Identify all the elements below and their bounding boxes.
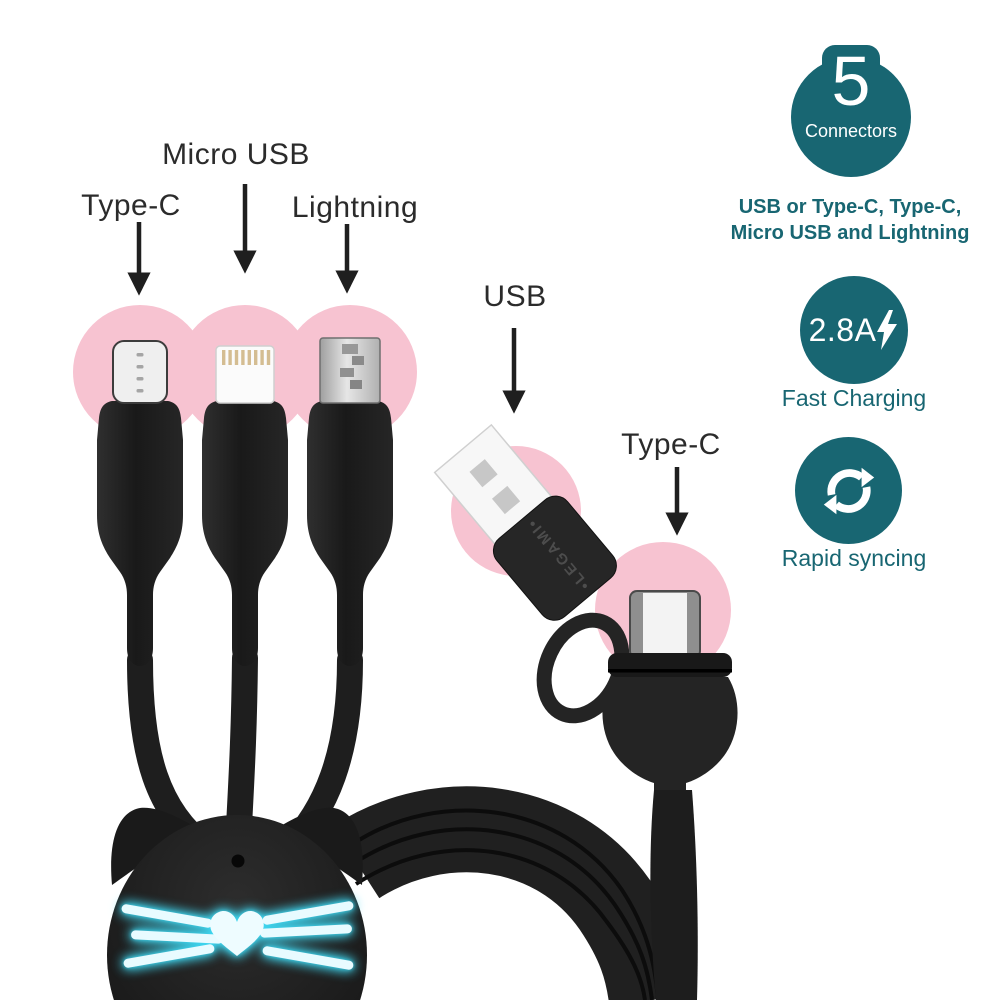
sync-icon xyxy=(823,467,874,514)
lightning-bolt-icon xyxy=(877,310,898,350)
label-type-c-left: Type-C xyxy=(81,189,181,222)
heart-nose xyxy=(210,911,264,956)
label-type-c-right: Type-C xyxy=(621,428,721,461)
glowing-whiskers-and-heart xyxy=(121,901,354,970)
badge-fast-charging: 2.8A xyxy=(800,276,908,384)
cat-head-hub xyxy=(107,807,367,1000)
connector-barrel xyxy=(602,653,738,1000)
main-cable xyxy=(650,790,698,1000)
label-micro-usb: Micro USB xyxy=(162,138,310,171)
usb-type-c-dual-connector: •LEGAMI• xyxy=(433,423,738,1000)
fast-charging-caption: Fast Charging xyxy=(781,385,927,411)
type-c-connector-left xyxy=(97,340,183,666)
usb-a-connector: •LEGAMI• xyxy=(433,423,617,621)
connectors-label: Connectors xyxy=(804,121,898,141)
micro-usb-connector xyxy=(307,337,393,666)
connectors-count: 5 xyxy=(831,42,871,120)
ribbon-cable xyxy=(332,786,695,1000)
lightning-connector xyxy=(202,345,288,666)
usb-adapter-cap xyxy=(492,495,617,621)
rapid-syncing-caption: Rapid syncing xyxy=(781,545,927,571)
connectors-description-line1: USB or Type-C, Type-C, xyxy=(738,196,962,218)
type-c-metal-tip xyxy=(112,340,168,404)
badge-connectors xyxy=(791,57,911,177)
callout-arrows xyxy=(127,184,689,536)
connectors-description-line2: Micro USB and Lightning xyxy=(730,222,970,244)
badge-rapid-syncing xyxy=(795,437,902,544)
amperage-value: 2.8A xyxy=(808,311,877,348)
cat-led-dot xyxy=(231,854,245,868)
type-c-connector-right xyxy=(629,590,701,659)
label-lightning: Lightning xyxy=(291,191,419,224)
label-usb: USB xyxy=(483,280,547,313)
